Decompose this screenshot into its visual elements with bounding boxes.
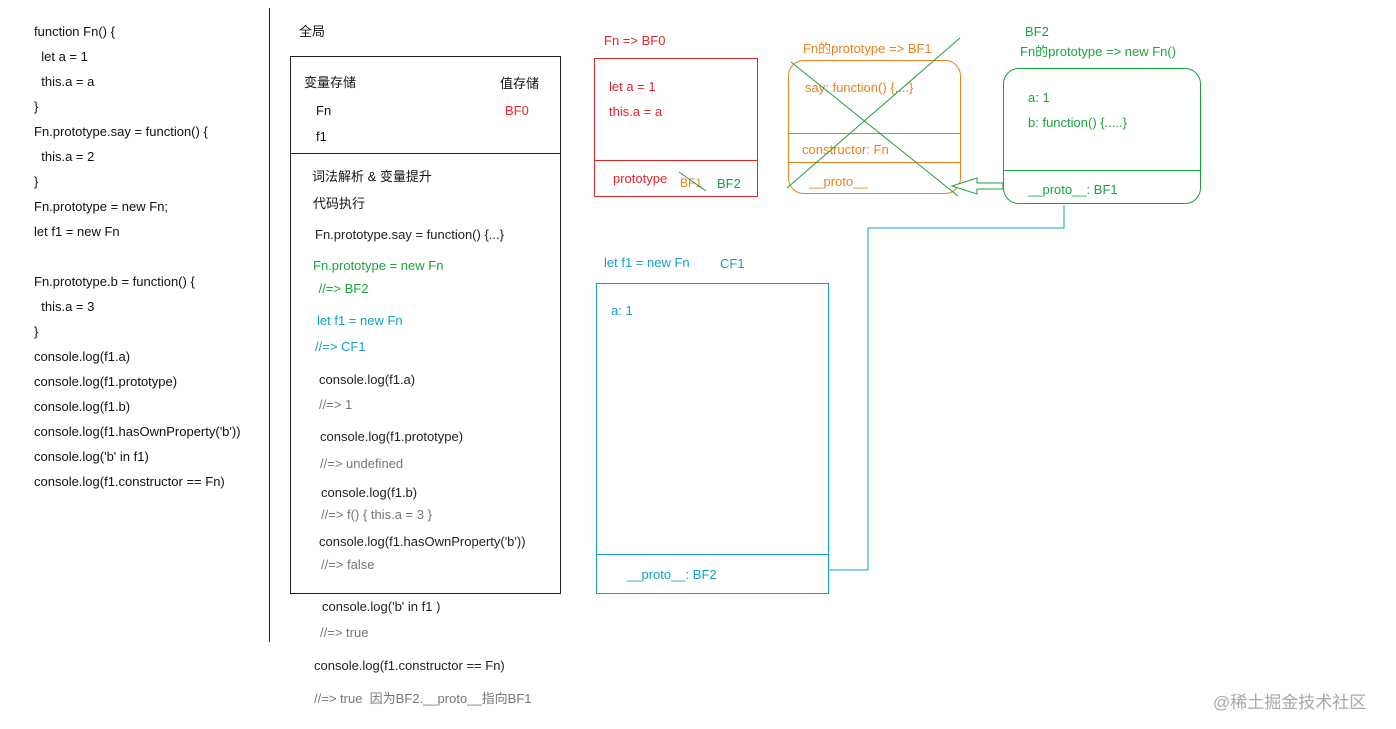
vertical-divider — [269, 8, 270, 642]
cf1-label: let f1 = new Fn — [604, 255, 690, 270]
code-line: Fn.prototype.say = function() { — [34, 124, 208, 139]
code-line: } — [34, 99, 39, 114]
exec-label: 代码执行 — [313, 196, 366, 211]
exec-step: //=> CF1 — [315, 339, 366, 354]
bf1-say: say: function() {....} — [805, 80, 914, 95]
global-scope-box — [290, 56, 561, 594]
bf2-label2: Fn的prototype => new Fn() — [1020, 44, 1177, 59]
exec-step: //=> f() { this.a = 3 } — [321, 507, 432, 522]
var-fn: Fn — [316, 103, 332, 118]
bf0-line2: this.a = a — [609, 104, 663, 119]
code-line: console.log(f1.constructor == Fn) — [34, 474, 225, 489]
code-line: let f1 = new Fn — [34, 224, 120, 239]
exec-step: //=> BF2 — [315, 281, 369, 296]
bf0-label: Fn => BF0 — [604, 33, 666, 48]
code-line: console.log(f1.hasOwnProperty('b')) — [34, 424, 241, 439]
bf0-bf2: BF2 — [717, 176, 741, 191]
exec-step: //=> true 因为BF2.__proto__指向BF1 — [314, 691, 532, 706]
bf2-a: a: 1 — [1028, 90, 1050, 105]
global-scope-divider — [290, 153, 561, 154]
bf2-proto: __proto__: BF1 — [1028, 182, 1118, 197]
bf1-cross-line-a — [790, 61, 959, 197]
exec-step: let f1 = new Fn — [317, 313, 403, 328]
code-line: console.log('b' in f1) — [34, 449, 149, 464]
cf1-box — [596, 283, 829, 594]
cf1-a: a: 1 — [611, 303, 633, 318]
bf2-box — [1003, 68, 1201, 204]
exec-step: console.log('b' in f1 ) — [322, 599, 441, 614]
bf1-proto: __proto__ — [809, 174, 868, 189]
lexical-label: 词法解析 & 变量提升 — [312, 169, 432, 184]
exec-step: //=> true — [320, 625, 369, 640]
code-line: let a = 1 — [34, 49, 88, 64]
code-line: } — [34, 324, 39, 339]
exec-step: console.log(f1.prototype) — [320, 429, 464, 444]
cf1-label-id: CF1 — [720, 256, 745, 271]
exec-step: Fn.prototype.say = function() {...} — [315, 227, 504, 242]
value-storage-label: 值存储 — [500, 76, 540, 91]
exec-step: //=> 1 — [319, 397, 353, 412]
code-line: console.log(f1.prototype) — [34, 374, 178, 389]
bf1-divider-1 — [788, 133, 961, 134]
code-line: Fn.prototype.b = function() { — [34, 274, 195, 289]
bf0-divider — [594, 160, 758, 161]
bf1-label: Fn的prototype => BF1 — [803, 41, 932, 56]
bf1-divider-2 — [788, 162, 961, 163]
code-line: console.log(f1.b) — [34, 399, 131, 414]
watermark: @稀土掘金技术社区 — [1213, 693, 1367, 712]
bf0-box — [594, 58, 758, 197]
exec-step: console.log(f1.b) — [321, 485, 418, 500]
cf1-divider — [596, 554, 829, 555]
bf1-box — [788, 60, 961, 194]
bf1-constructor: constructor: Fn — [802, 142, 889, 157]
bf0-line1: let a = 1 — [609, 79, 656, 94]
bf0-bf1-struck: BF1 — [680, 176, 703, 190]
exec-step: Fn.prototype = new Fn — [313, 258, 444, 273]
bf2-b: b: function() {.....} — [1028, 115, 1127, 130]
var-f1: f1 — [316, 129, 327, 144]
code-line: this.a = a — [34, 74, 95, 89]
code-line: } — [34, 174, 39, 189]
exec-step: console.log(f1.constructor == Fn) — [314, 658, 505, 673]
code-line: this.a = 3 — [34, 299, 95, 314]
code-line: function Fn() { — [34, 24, 115, 39]
code-line: Fn.prototype = new Fn; — [34, 199, 169, 214]
global-title: 全局 — [299, 24, 326, 39]
bf2-divider — [1003, 170, 1201, 171]
bf2-to-bf1-arrow — [950, 177, 1004, 195]
exec-step: //=> undefined — [320, 456, 404, 471]
cf1-to-bf2-connector — [829, 205, 1065, 571]
cf1-proto: __proto__: BF2 — [627, 567, 717, 582]
bf0-prototype: prototype — [613, 171, 668, 186]
code-line: console.log(f1.a) — [34, 349, 131, 364]
bf1-cross-line-b — [786, 37, 961, 189]
code-line: this.a = 2 — [34, 149, 95, 164]
bf2-label1: BF2 — [1025, 24, 1049, 39]
exec-step: console.log(f1.a) — [319, 372, 416, 387]
exec-step: //=> false — [321, 557, 375, 572]
val-bf0: BF0 — [505, 103, 529, 118]
exec-step: console.log(f1.hasOwnProperty('b')) — [319, 534, 526, 549]
var-storage-label: 变量存储 — [304, 75, 357, 90]
bf1-strike-mark — [678, 171, 707, 192]
